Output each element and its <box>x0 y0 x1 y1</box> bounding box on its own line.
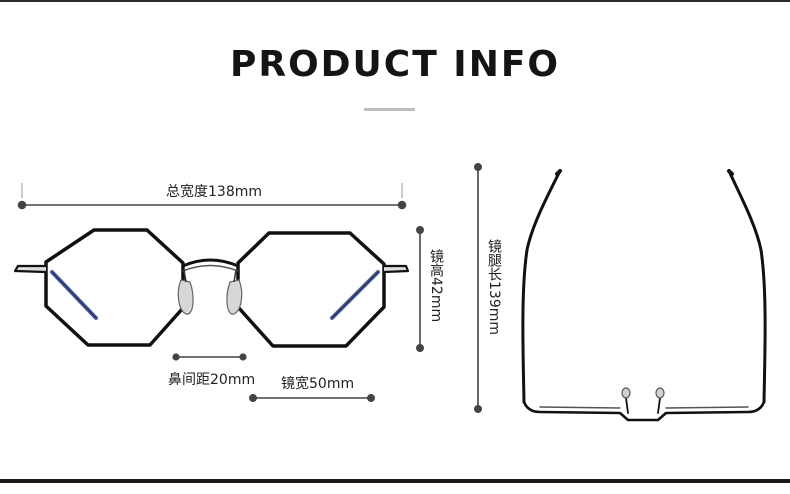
bridge-width-label: 鼻间距20mm <box>168 372 256 388</box>
right-lens <box>236 231 386 348</box>
page-title: PRODUCT INFO <box>229 44 561 85</box>
lens-height-label: 镜高42mm <box>428 249 444 323</box>
top-border <box>0 0 790 2</box>
right-temple-top <box>727 169 767 404</box>
right-hinge <box>383 264 410 274</box>
left-hinge <box>13 264 47 274</box>
temple-length-measure <box>473 163 482 413</box>
nose-pad-arms <box>625 397 661 414</box>
left-temple-top <box>521 169 562 404</box>
left-lens <box>44 228 185 347</box>
bridge <box>182 258 239 268</box>
left-nose-pad <box>177 279 194 315</box>
lens-width-label: 镜宽50mm <box>281 376 355 392</box>
bottom-border <box>0 479 790 483</box>
temple-length-label: 镜腿长139mm <box>486 239 502 335</box>
glasses-top-view <box>521 169 767 422</box>
glasses-front-view <box>13 228 410 348</box>
total-width-measure <box>17 183 407 210</box>
front-frame-top <box>522 400 766 422</box>
lens-width-measure <box>249 393 375 402</box>
bridge-width-measure <box>172 353 247 361</box>
title-underline <box>364 108 415 111</box>
right-nose-pad <box>226 279 243 315</box>
lens-height-measure <box>415 226 424 352</box>
total-width-label: 总宽度138mm <box>166 184 262 200</box>
